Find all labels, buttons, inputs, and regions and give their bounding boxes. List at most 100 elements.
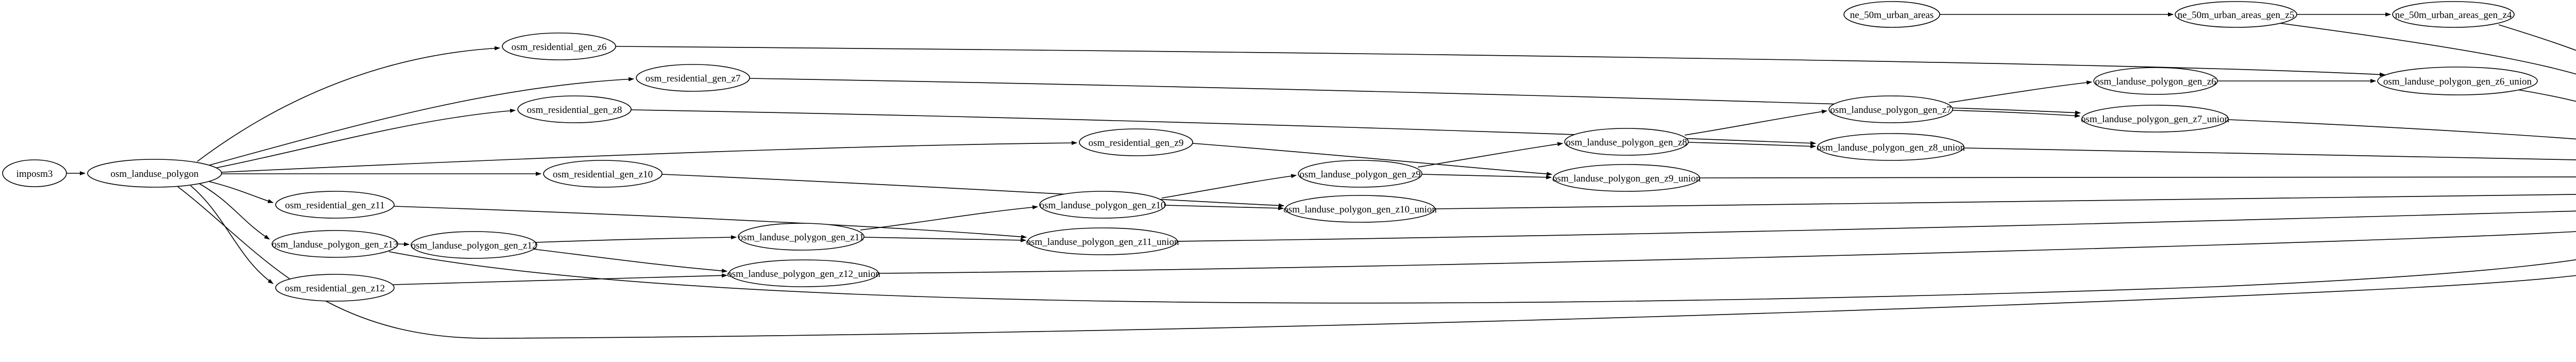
edge-osm_landuse_polygon-to-osm_residential_gen_z8 [212, 108, 516, 169]
node-ne_50m_urban_areas_gen_z5-shape [2175, 1, 2297, 28]
node-osm_residential_gen_z10-shape [543, 160, 663, 188]
node-osm_landuse_polygon_gen_z10-shape [1039, 191, 1166, 219]
node-osm_residential_gen_z11: osm_residential_gen_z11 [275, 191, 395, 219]
edge-osm_landuse_polygon_gen_z7-to-osm_landuse_polygon_gen_z7_union [1952, 110, 2080, 118]
node-osm_landuse_polygon_gen_z6_union-label: osm_landuse_polygon_gen_z6_union [2383, 76, 2532, 87]
node-osm_landuse_polygon_gen_z12_union-shape [728, 259, 879, 287]
node-ne_50m_urban_areas_gen_z5-label: ne_50m_urban_areas_gen_z5 [2178, 10, 2295, 21]
edge-osm_landuse_polygon_gen_z11-to-osm_landuse_polygon_gen_z11_union [863, 237, 1026, 242]
node-osm_landuse_polygon_gen_z7_union-shape [2081, 105, 2229, 133]
node-osm_landuse_polygon_gen_z8_union-shape [1817, 133, 1964, 161]
node-osm_residential_gen_z6-shape [502, 32, 616, 60]
node-ne_50m_urban_areas-label: ne_50m_urban_areas [1850, 10, 1934, 21]
node-osm_landuse_polygon_gen_z10_union: osm_landuse_polygon_gen_z10_union [1283, 195, 1437, 223]
node-osm_landuse_polygon_gen_z13-shape [272, 230, 398, 258]
edge-osm_landuse_polygon_gen_z8-to-osm_landuse_polygon_gen_z8_union [1688, 142, 1816, 149]
node-osm_landuse_polygon_gen_z11_union-shape [1027, 227, 1178, 255]
node-imposm3: imposm3 [2, 159, 67, 187]
node-osm_landuse_polygon_gen_z10: osm_landuse_polygon_gen_z10 [1039, 191, 1166, 219]
node-osm_landuse_polygon_gen_z9-label: osm_landuse_polygon_gen_z9 [1299, 169, 1420, 180]
node-osm_landuse_polygon_gen_z7: osm_landuse_polygon_gen_z7 [1828, 95, 1953, 123]
node-osm_residential_gen_z12-shape [275, 274, 395, 302]
edge-osm_landuse_polygon-to-osm_residential_gen_z9 [221, 141, 1077, 173]
node-osm_landuse_polygon_gen_z12: osm_landuse_polygon_gen_z12 [411, 231, 537, 259]
node-osm_residential_gen_z8-shape [517, 95, 632, 123]
node-osm_landuse_polygon_gen_z11-shape [738, 223, 865, 251]
node-osm_landuse_polygon-shape [87, 159, 222, 188]
node-osm_landuse_polygon_gen_z7_union-label: osm_landuse_polygon_gen_z7_union [2081, 114, 2230, 125]
node-osm_landuse_polygon_gen_z11-label: osm_landuse_polygon_gen_z11 [738, 232, 864, 243]
node-ne_50m_urban_areas_gen_z5: ne_50m_urban_areas_gen_z5 [2175, 1, 2297, 28]
node-ne_50m_urban_areas: ne_50m_urban_areas [1843, 1, 1940, 28]
edge-osm_residential_gen_z6-to-osm_landuse_polygon_gen_z6_union [615, 46, 2385, 77]
node-osm_landuse_polygon_gen_z11: osm_landuse_polygon_gen_z11 [738, 223, 865, 251]
node-ne_50m_urban_areas_gen_z4: ne_50m_urban_areas_gen_z4 [2392, 1, 2515, 28]
node-osm_landuse_polygon_gen_z12_union: osm_landuse_polygon_gen_z12_union [727, 259, 880, 287]
edge-osm_landuse_polygon_gen_z9-to-osm_landuse_polygon_gen_z9_union [1421, 174, 1552, 179]
edges [66, 12, 2576, 339]
node-osm_landuse_polygon_gen_z10-label: osm_landuse_polygon_gen_z10 [1040, 200, 1166, 211]
node-osm_landuse_polygon_gen_z7_union: osm_landuse_polygon_gen_z7_union [2081, 105, 2230, 133]
edge-osm_residential_gen_z7-to-osm_landuse_polygon_gen_z7_union [749, 78, 2081, 115]
node-osm_residential_gen_z11-shape [275, 191, 395, 219]
node-osm_landuse_polygon_gen_z8_union: osm_landuse_polygon_gen_z8_union [1817, 133, 1965, 161]
node-osm_landuse_polygon_gen_z7-label: osm_landuse_polygon_gen_z7 [1830, 105, 1951, 116]
edge-osm_landuse_polygon_gen_z11-to-osm_landuse_polygon_gen_z10 [860, 205, 1038, 231]
node-osm_residential_gen_z7: osm_residential_gen_z7 [636, 64, 750, 92]
edge-osm_landuse_polygon_gen_z12_union-to-layer_landuse-z12 [878, 231, 2576, 274]
node-ne_50m_urban_areas-shape [1843, 1, 1940, 28]
node-osm_residential_gen_z10: osm_residential_gen_z10 [543, 160, 663, 188]
node-osm_residential_gen_z9-label: osm_residential_gen_z9 [1089, 138, 1184, 149]
edge-osm_landuse_polygon_gen_z10_union-to-layer_landuse-z10 [1434, 194, 2576, 209]
edge-osm_residential_gen_z10-to-osm_landuse_polygon_gen_z10_union [662, 174, 1284, 208]
node-osm_landuse_polygon_gen_z10_union-shape [1285, 195, 1435, 223]
node-osm_residential_gen_z10-label: osm_residential_gen_z10 [553, 169, 653, 180]
node-osm_landuse_polygon: osm_landuse_polygon [87, 159, 222, 188]
node-osm_landuse_polygon_gen_z12-shape [411, 231, 537, 259]
node-osm_landuse_polygon_gen_z6_union-shape [2377, 67, 2538, 95]
node-osm_landuse_polygon_gen_z9: osm_landuse_polygon_gen_z9 [1298, 160, 1422, 188]
node-osm_residential_gen_z7-label: osm_residential_gen_z7 [646, 73, 741, 84]
node-osm_landuse_polygon_gen_z9_union-label: osm_landuse_polygon_gen_z9_union [1552, 173, 1701, 184]
node-osm_landuse_polygon_gen_z6-shape [2093, 67, 2218, 95]
node-osm_landuse_polygon_gen_z12_union-label: osm_landuse_polygon_gen_z12_union [727, 269, 880, 279]
node-osm_landuse_polygon_gen_z6_union: osm_landuse_polygon_gen_z6_union [2377, 67, 2538, 95]
edge-osm_landuse_polygon-to-osm_residential_gen_z7 [206, 77, 634, 167]
node-osm_residential_gen_z12-label: osm_residential_gen_z12 [285, 283, 385, 294]
node-osm_residential_gen_z9-shape [1079, 128, 1193, 156]
node-imposm3-label: imposm3 [16, 169, 53, 179]
edge-ne_50m_urban_areas_gen_z5-to-layer_landuse-z5 [2279, 23, 2576, 75]
edge-ne_50m_urban_areas_gen_z4-to-layer_landuse-z4 [2498, 24, 2576, 51]
edge-osm_landuse_polygon_gen_z10-to-osm_landuse_polygon_gen_z10_union [1165, 205, 1284, 210]
node-osm_landuse_polygon_gen_z8-label: osm_landuse_polygon_gen_z8 [1566, 137, 1687, 148]
node-osm_residential_gen_z6: osm_residential_gen_z6 [502, 32, 616, 60]
node-osm_landuse_polygon_gen_z7-shape [1828, 95, 1953, 123]
node-osm_landuse_polygon_gen_z6: osm_landuse_polygon_gen_z6 [2093, 67, 2218, 95]
edge-osm_residential_gen_z11-to-osm_landuse_polygon_gen_z11_union [393, 206, 1027, 239]
node-osm_landuse_polygon_gen_z9_union-shape [1553, 164, 1700, 192]
edge-osm_landuse_polygon_gen_z12-to-osm_landuse_polygon_gen_z12_union [533, 249, 727, 273]
node-ne_50m_urban_areas_gen_z4-label: ne_50m_urban_areas_gen_z4 [2395, 10, 2512, 21]
edge-osm_landuse_polygon_gen_z6_union-to-layer_landuse-z6 [2514, 89, 2576, 102]
edge-osm_landuse_polygon-to-osm_residential_gen_z11 [205, 180, 274, 203]
edge-osm_landuse_polygon-to-osm_landuse_polygon_gen_z13 [198, 183, 270, 240]
node-osm_residential_gen_z12: osm_residential_gen_z12 [275, 274, 395, 302]
edge-osm_landuse_polygon_gen_z7_union-to-layer_landuse-z7 [2228, 119, 2576, 140]
node-osm_landuse_polygon_gen_z6-label: osm_landuse_polygon_gen_z6 [2095, 76, 2216, 87]
node-osm_residential_gen_z8: osm_residential_gen_z8 [517, 95, 632, 123]
node-osm_residential_gen_z6-label: osm_residential_gen_z6 [512, 42, 607, 53]
edge-osm_landuse_polygon-to-osm_residential_gen_z12 [190, 185, 274, 284]
node-osm_landuse_polygon_gen_z13: osm_landuse_polygon_gen_z13 [272, 230, 398, 258]
edge-osm_landuse_polygon_gen_z9_union-to-layer_landuse-z9 [1699, 176, 2576, 178]
node-osm_residential_gen_z8-label: osm_residential_gen_z8 [527, 105, 622, 116]
node-osm_landuse_polygon_gen_z8_union-label: osm_landuse_polygon_gen_z8_union [1817, 142, 1965, 153]
edge-osm_landuse_polygon_gen_z8_union-to-layer_landuse-z8 [1963, 147, 2576, 160]
edge-osm_landuse_polygon_gen_z11_union-to-layer_landuse-z11 [1177, 210, 2576, 242]
node-osm_landuse_polygon_gen_z8-shape [1564, 128, 1689, 156]
edge-osm_residential_gen_z8-to-osm_landuse_polygon_gen_z8_union [631, 109, 1816, 145]
nodes: imposm3 osm_landuse_polygon osm_resident… [2, 1, 2538, 302]
node-ne_50m_urban_areas_gen_z4-shape [2392, 1, 2515, 28]
node-osm_landuse_polygon_gen_z10_union-label: osm_landuse_polygon_gen_z10_union [1283, 204, 1437, 215]
edge-osm_landuse_polygon_gen_z13-to-layer_landuse-z13 [388, 251, 2576, 304]
